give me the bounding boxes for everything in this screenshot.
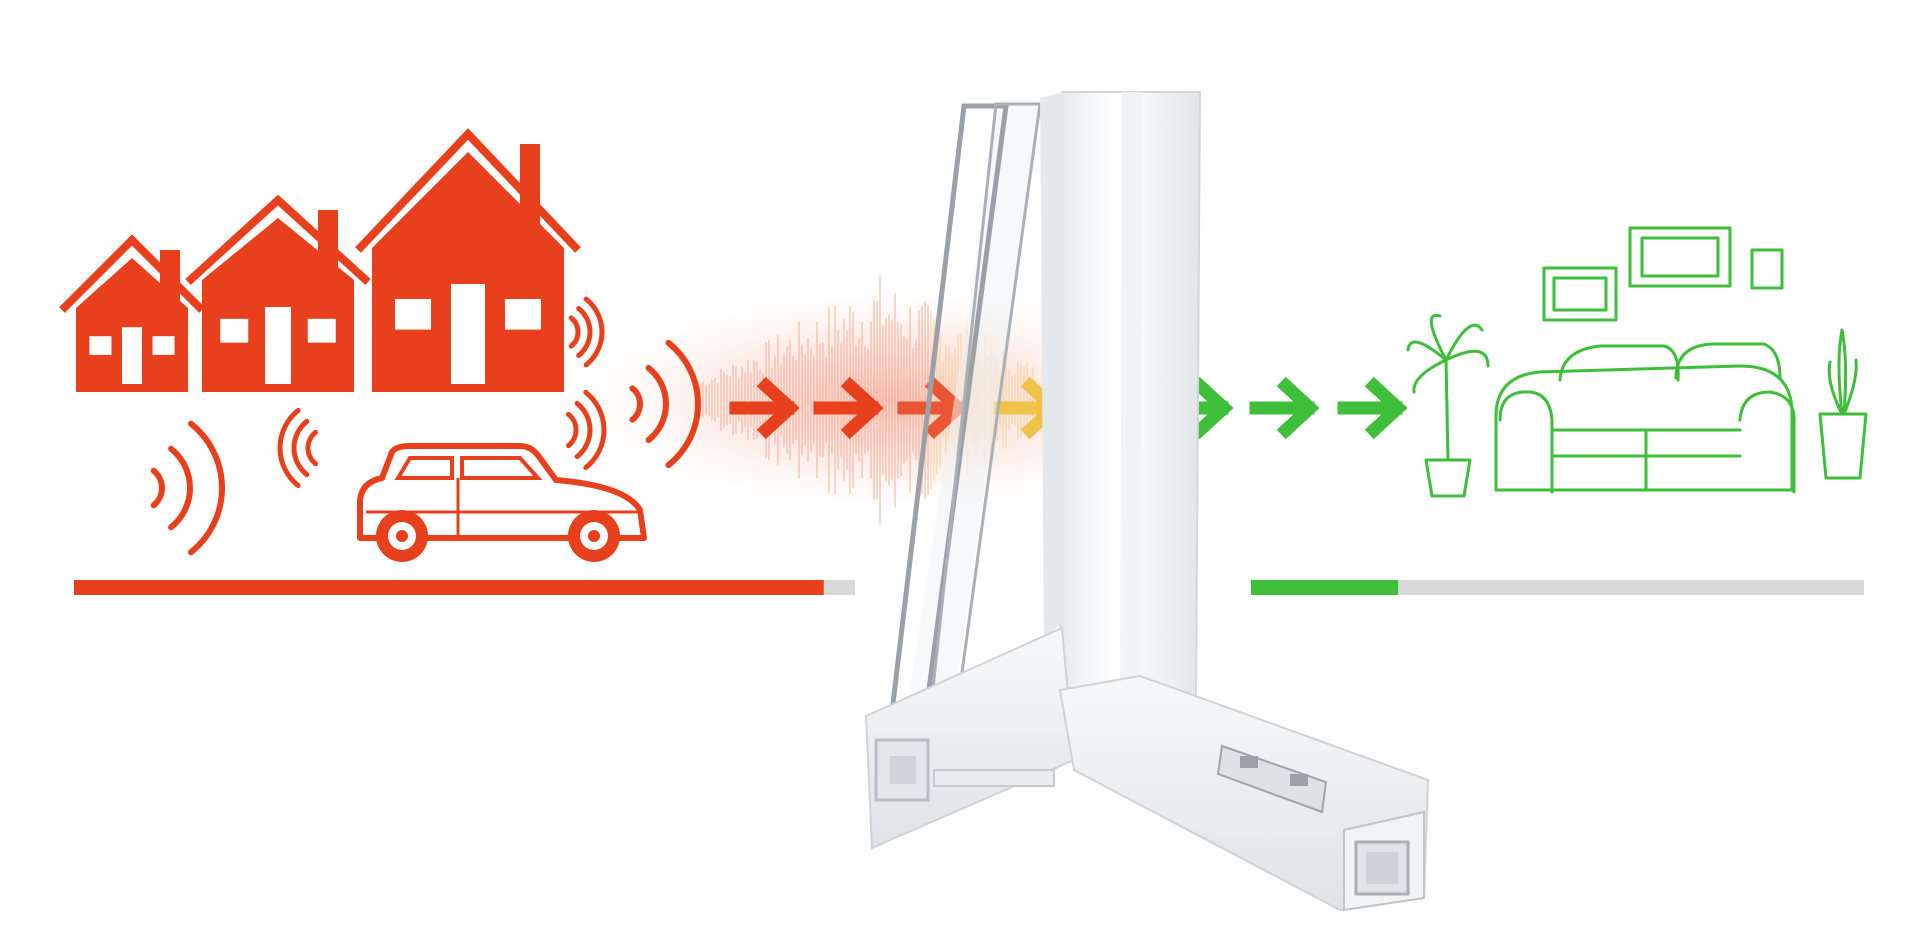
room-sketch xyxy=(1406,226,1868,498)
arrow-icon xyxy=(813,376,884,440)
arrow-icon xyxy=(1337,376,1408,440)
plant-icon xyxy=(1818,328,1868,480)
outside-noise-fill xyxy=(74,580,824,595)
window-profile-image xyxy=(864,91,1430,912)
picture-frames-icon xyxy=(1542,226,1784,322)
house-icon xyxy=(185,194,371,392)
inside-noise-fill xyxy=(1251,580,1399,595)
car-icon xyxy=(357,443,647,562)
arrow-icon xyxy=(729,376,800,440)
outside-noise-bar xyxy=(74,580,855,595)
arrow-icon xyxy=(1249,376,1320,440)
sound-waves-icon xyxy=(150,296,701,556)
house-icon xyxy=(59,234,205,392)
houses-icon xyxy=(59,128,581,392)
sofa-icon xyxy=(1494,342,1796,494)
house-icon xyxy=(355,128,581,392)
inside-noise-bar xyxy=(1251,580,1864,595)
inside-noise-track xyxy=(1251,580,1864,595)
plant-icon xyxy=(1406,313,1490,498)
